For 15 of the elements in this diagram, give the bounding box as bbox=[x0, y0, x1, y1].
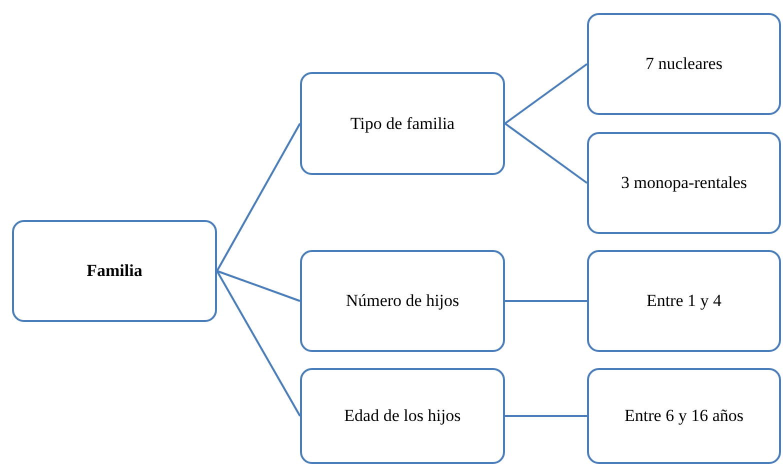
tree-node-box: Número de hijos bbox=[300, 250, 505, 352]
connector-line bbox=[505, 415, 587, 417]
connector-line bbox=[505, 300, 587, 302]
connector-line bbox=[216, 270, 300, 302]
tree-node-box: Edad de los hijos bbox=[300, 368, 505, 464]
tree-node-box: 3 monopa-rentales bbox=[587, 132, 781, 234]
tree-node-box: Entre 6 y 16 años bbox=[587, 368, 781, 464]
tree-node-box: Familia bbox=[12, 220, 217, 322]
tree-node-box: Tipo de familia bbox=[300, 72, 505, 175]
tree-node-box: Entre 1 y 4 bbox=[587, 250, 781, 352]
connector-line bbox=[504, 122, 588, 184]
connector-line bbox=[504, 63, 588, 124]
tree-node-box: 7 nucleares bbox=[587, 13, 781, 115]
connector-line bbox=[216, 123, 301, 272]
connector-line bbox=[216, 270, 301, 416]
